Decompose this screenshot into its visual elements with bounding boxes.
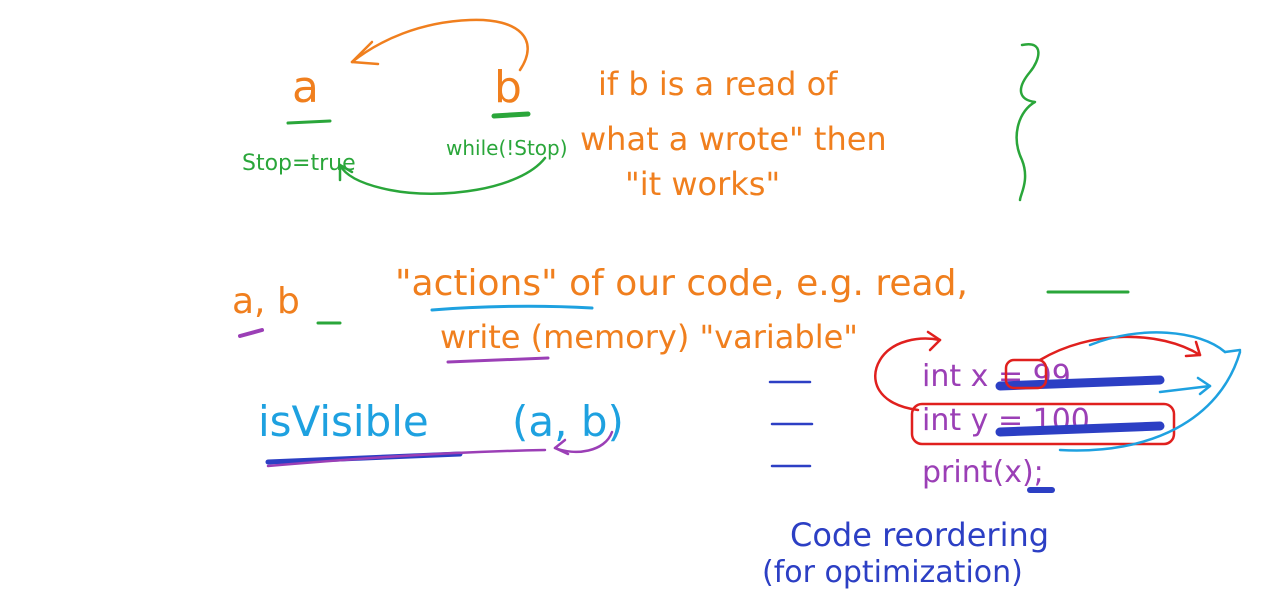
blue-arrow-top xyxy=(1088,331,1227,354)
arrow-b-to-a xyxy=(350,18,529,72)
highlight-line-2 xyxy=(995,421,1165,437)
label-a: a xyxy=(292,62,319,113)
write-memory-text: write (memory) "variable" xyxy=(440,318,858,356)
underline-is-visible-purple xyxy=(266,448,547,468)
is-visible-args: (a, b) xyxy=(512,397,624,446)
arrow-head-stop xyxy=(338,163,354,182)
code-while-not-stop: while(!Stop) xyxy=(446,136,568,160)
code-line-1: int x = 99 xyxy=(922,359,1071,394)
blue-arrow-mid xyxy=(1158,384,1212,394)
caption-line-2: (for optimization) xyxy=(762,555,1023,590)
arrow-head-a xyxy=(350,40,380,66)
blue-arrow-head-top xyxy=(1223,348,1242,354)
mark-a xyxy=(238,328,264,338)
condition-line-2: what a wrote" then xyxy=(580,120,887,158)
is-visible-text: isVisible xyxy=(258,397,429,446)
red-loop-right xyxy=(1038,335,1202,362)
red-arrow-head-left xyxy=(926,330,942,352)
underline-actions xyxy=(430,304,594,312)
highlight-line-1 xyxy=(995,375,1165,391)
label-ab: a, b xyxy=(232,281,300,322)
red-box-line-2 xyxy=(910,402,1176,446)
code-line-3: print(x); xyxy=(922,455,1044,490)
condition-line-3: "it works" xyxy=(625,165,780,203)
caption-line-1: Code reordering xyxy=(790,516,1049,554)
arrow-head-args xyxy=(553,438,570,456)
red-arrow-head-right xyxy=(1184,340,1202,358)
underline-write xyxy=(446,356,550,364)
underline-a xyxy=(286,119,332,125)
condition-line-1: if b is a read of xyxy=(598,65,838,103)
arrow-while-to-stop xyxy=(338,156,547,195)
underline-b xyxy=(491,111,531,119)
curly-brace xyxy=(1015,42,1040,202)
actions-text: "actions" of our code, e.g. read, xyxy=(395,263,968,304)
red-box-x xyxy=(1004,358,1048,390)
code-stop-true: Stop=true xyxy=(242,151,356,176)
label-b: b xyxy=(494,62,522,113)
blue-loop-lower xyxy=(1058,350,1242,452)
blue-arrow-head-mid xyxy=(1196,376,1212,396)
red-loop-left xyxy=(874,337,942,412)
